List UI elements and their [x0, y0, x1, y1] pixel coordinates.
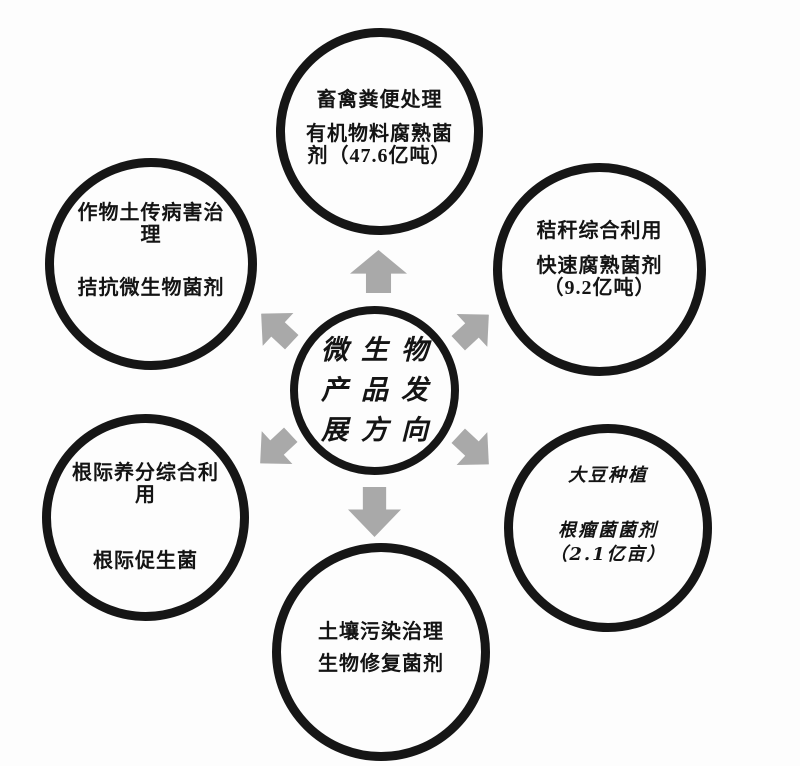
center-line: 微生物 [321, 334, 441, 366]
node-line: 剂（47.6亿吨） [307, 145, 452, 167]
node-line: 理 [140, 224, 162, 246]
node-line: 作物土传病害治 [77, 202, 225, 224]
arrow-up-icon [350, 250, 407, 293]
circle-crop-soilborne-disease-control: 作物土传病害治 理 拮抗微生物菌剂 [45, 158, 257, 370]
node-line: 土壤污染治理 [318, 621, 444, 643]
arrow-upper-left-icon [246, 297, 307, 359]
arrow-upper-right-icon [443, 298, 504, 360]
circle-livestock-manure-treatment: 畜禽粪便处理 有机物料腐熟菌 剂（47.6亿吨） [276, 28, 483, 235]
node-line: （9.2亿吨） [543, 277, 656, 299]
circle-rhizosphere-nutrient-utilization: 根际养分综合利 用 根际促生菌 [42, 414, 249, 621]
node-line: 快速腐熟菌剂 [536, 255, 663, 277]
circle-soybean-planting: 大豆种植 根瘤菌菌剂 （2.1亿亩） [504, 424, 712, 632]
node-line: 大豆种植 [568, 465, 648, 486]
circle-soil-pollution-control: 土壤污染治理 生物修复菌剂 [272, 543, 490, 761]
center-line: 展方向 [321, 414, 441, 446]
node-line: 用 [135, 484, 156, 506]
node-line: 拮抗微生物菌剂 [77, 277, 225, 299]
node-line: 根际养分综合利 [72, 462, 219, 484]
center-line: 产品发 [321, 374, 441, 406]
arrow-lower-right-icon [443, 419, 504, 481]
node-line: 有机物料腐熟菌 [306, 123, 453, 145]
circle-center-theme: 微生物 产品发 展方向 [290, 306, 459, 475]
node-line: （2.1亿亩） [549, 544, 667, 565]
node-line: 生物修复菌剂 [318, 653, 444, 675]
arrow-lower-left-icon [245, 418, 306, 480]
node-line: 根际促生菌 [93, 550, 198, 572]
circle-straw-comprehensive-utilization: 秸秆综合利用 快速腐熟菌剂 （9.2亿吨） [493, 163, 706, 376]
arrow-down-icon [348, 487, 401, 537]
node-line: 秸秆综合利用 [536, 220, 663, 242]
node-line: 根瘤菌菌剂 [558, 520, 658, 541]
node-line: 畜禽粪便处理 [316, 89, 443, 111]
